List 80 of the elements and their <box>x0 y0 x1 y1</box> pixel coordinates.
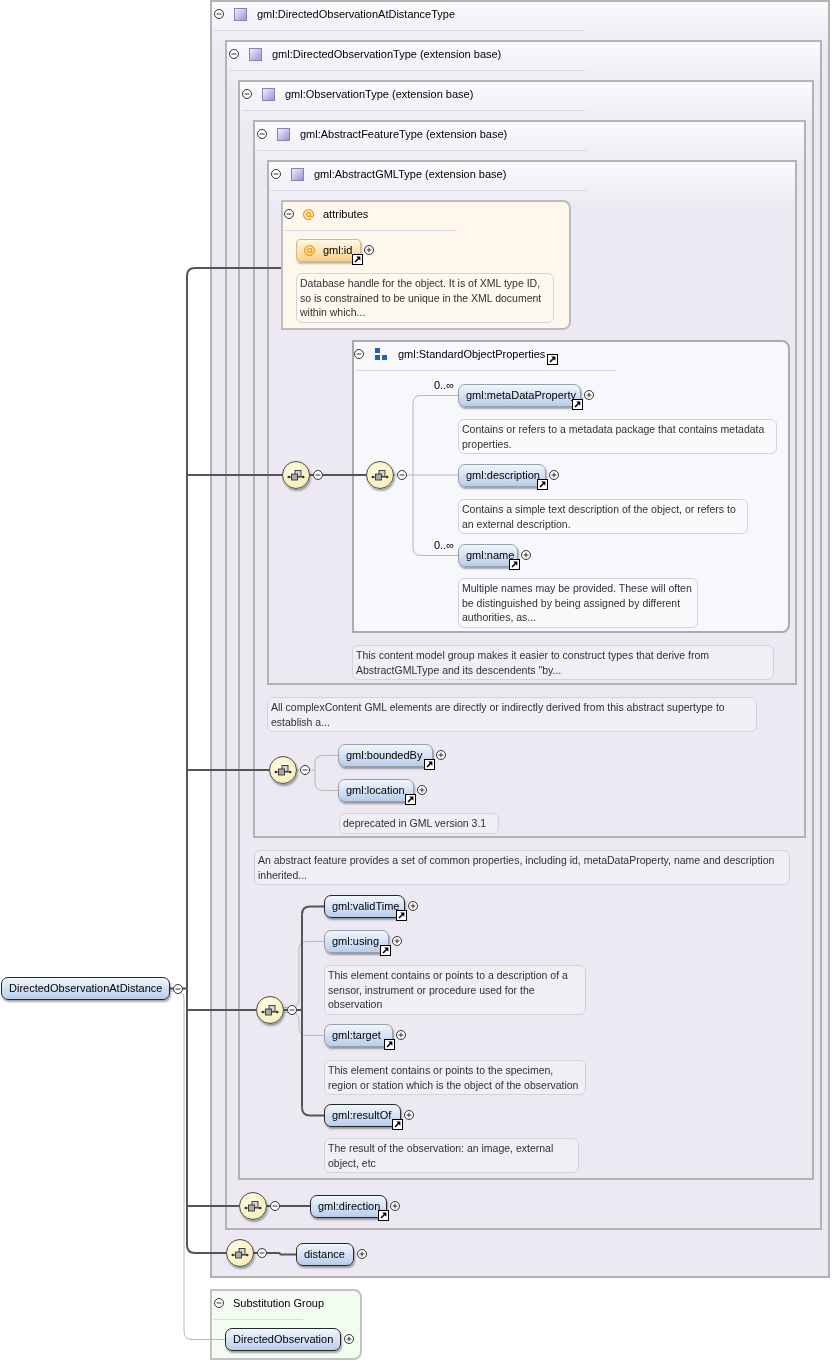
attribute-name: gml:id <box>323 245 353 256</box>
sequence-compositor <box>226 1239 254 1267</box>
container-title: gml:DirectedObservationType (extension base) <box>272 47 502 61</box>
connector-line <box>186 267 282 277</box>
type-container <box>267 160 797 685</box>
element-node: gml:location <box>338 779 414 802</box>
container-title: gml:ObservationType (extension base) <box>285 87 474 101</box>
documentation-note: The result of the observation: an image, external object, etc <box>324 1138 579 1173</box>
element-node: DirectedObservationAtDistance <box>1 977 170 1000</box>
documentation-note: This element contains or points to a description of a sensor, instrument or procedure used for the observation <box>324 965 586 1015</box>
type-container <box>253 120 806 838</box>
connector-line <box>412 474 414 548</box>
attribute-node <box>296 239 361 262</box>
connector-line <box>169 990 226 1340</box>
container-title: attributes <box>323 207 369 221</box>
connector-line <box>301 1009 303 1109</box>
element-node: gml:resultOf <box>324 1104 401 1127</box>
connector-line <box>186 275 188 476</box>
documentation-note: Contains or refers to a metadata package that contains metadata properties. <box>458 419 777 454</box>
connector-line <box>283 941 325 1008</box>
connector-line <box>186 987 188 1011</box>
element-node: gml:name <box>458 544 518 567</box>
element-node: gml:direction <box>310 1195 387 1218</box>
connector-line <box>186 474 283 476</box>
element-node: gml:using <box>324 930 389 953</box>
connector-line <box>186 769 188 990</box>
documentation-note: All complexContent GML elements are directly or indirectly derived from this abstract supertype to establish a... <box>267 697 757 732</box>
connector-line <box>393 474 414 476</box>
element-node: gml:description <box>458 464 546 487</box>
connector-line <box>301 1106 325 1117</box>
connector-line <box>301 913 303 1011</box>
connector-line <box>186 1009 257 1011</box>
element-node: distance <box>296 1243 354 1266</box>
container-title: gml:AbstractFeatureType (extension base) <box>300 127 508 141</box>
sequence-compositor <box>239 1192 267 1220</box>
connector-line <box>186 474 188 771</box>
container-title: gml:DirectedObservationAtDistanceType <box>257 7 456 21</box>
container-title: gml:AbstractGMLType (extension base) <box>314 167 507 181</box>
element-node: gml:metaDataProperty <box>458 384 581 407</box>
documentation-note: deprecated in GML version 3.1 <box>339 813 499 834</box>
connector-line <box>266 1205 311 1207</box>
connector-line <box>186 1244 227 1254</box>
documentation-note: Multiple names may be provided. These will often be distinguished by being assigned by different authorities, as... <box>458 578 698 628</box>
sequence-compositor <box>256 996 284 1024</box>
connector-line <box>186 1009 188 1207</box>
connector-line <box>186 769 270 771</box>
group-container <box>352 340 790 633</box>
container-title: gml:StandardObjectProperties <box>398 347 546 361</box>
sequence-compositor <box>366 461 394 489</box>
connector-line <box>296 769 316 771</box>
element-node: gml:boundedBy <box>338 744 433 767</box>
connector-line <box>283 1012 325 1036</box>
connector-line <box>314 782 339 791</box>
documentation-note: This element contains or points to the specimen, region or station which is the object of the observation <box>324 1060 586 1095</box>
connector-line <box>186 1205 240 1207</box>
occurrence-label: 0..∞ <box>432 539 454 552</box>
element-node: gml:target <box>324 1024 393 1047</box>
sequence-compositor <box>269 756 297 784</box>
connector-line <box>169 987 188 990</box>
container-title: Substitution Group <box>233 1296 325 1310</box>
occurrence-label: 0..∞ <box>432 379 454 392</box>
connector-line <box>412 547 459 556</box>
documentation-note: Database handle for the object. It is of XML type ID, so is constrained to be unique in the XML document within which... <box>296 273 554 323</box>
documentation-note: An abstract feature provides a set of common properties, including id, metaDataProperty, name and description inherited... <box>254 850 790 885</box>
connector-line <box>412 395 459 404</box>
substitution-group-panel <box>210 1289 362 1360</box>
connector-line <box>186 1205 188 1246</box>
connector-line <box>309 474 367 476</box>
element-node: gml:validTime <box>324 895 405 918</box>
attributes-panel <box>281 200 571 330</box>
documentation-note: This content model group makes it easier to construct types that derive from AbstractGMLType and its descendents "by... <box>352 645 774 680</box>
connector-line <box>283 1009 303 1011</box>
sequence-compositor <box>282 461 310 489</box>
documentation-note: Contains a simple text description of the object, or refers to an external description. <box>458 499 748 534</box>
connector-line <box>314 755 339 764</box>
connector-line <box>412 403 414 476</box>
connector-line <box>253 1252 297 1256</box>
connector-line <box>301 905 325 916</box>
connector-line <box>412 474 459 476</box>
element-node: DirectedObservation <box>225 1328 341 1351</box>
